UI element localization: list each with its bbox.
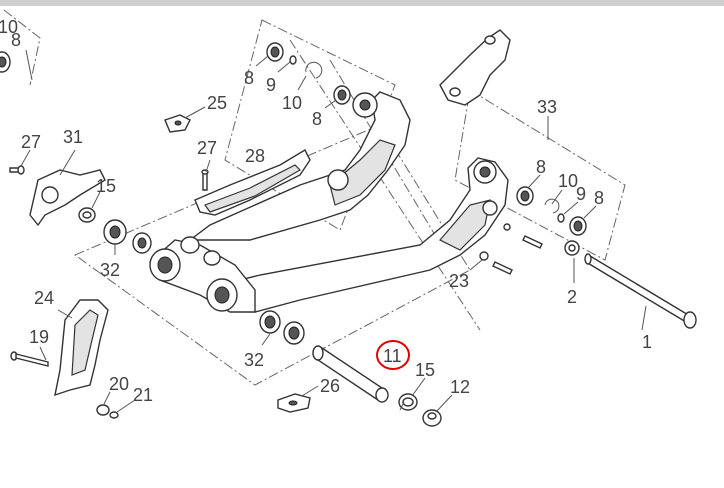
sleeve-11: [312, 345, 389, 403]
right-bearing-set: [516, 186, 587, 236]
callout-2: 2: [567, 287, 577, 307]
axle-assembly: [564, 240, 697, 329]
callout-27b: 27: [197, 138, 217, 158]
bearings-32-upper: [103, 219, 152, 254]
callout-8a: 8: [11, 30, 21, 50]
callout-9b: 9: [576, 184, 586, 204]
callout-1: 1: [642, 332, 652, 352]
callout-24: 24: [34, 288, 54, 308]
bolts-23: [479, 223, 543, 275]
part-26: [277, 393, 311, 413]
callout-8d: 8: [536, 157, 546, 177]
callout-19: 19: [29, 327, 49, 347]
cropped-part-top-left: [0, 51, 11, 73]
callout-28: 28: [245, 146, 265, 166]
callout-32b: 32: [244, 350, 264, 370]
callout-26: 26: [320, 376, 340, 396]
callout-15b: 15: [415, 360, 435, 380]
callout-25: 25: [207, 93, 227, 113]
callout-31: 31: [63, 127, 83, 147]
part-25-cap: [164, 114, 191, 133]
spacer-20-nut-21: [96, 404, 119, 419]
callout-20: 20: [109, 374, 129, 394]
swingarm-upper-arm: [187, 91, 411, 241]
callout-8c: 8: [312, 109, 322, 129]
chain-slider-24: [54, 299, 109, 397]
callout-10a: 10: [0, 17, 18, 37]
swingarm-lower-arm: [198, 157, 509, 313]
callout-12: 12: [450, 377, 470, 397]
bearings-32-lower: [259, 310, 305, 345]
callout-21: 21: [133, 385, 153, 405]
callout-9a: 9: [266, 75, 276, 95]
callout-23: 23: [449, 271, 469, 291]
pivot-housing: [149, 236, 256, 313]
callout-labels: 10 8 8 9 10 8 25 27 31 27 28 15 33 8 10 …: [0, 17, 652, 405]
callout-11: 11: [383, 346, 402, 366]
callout-10b: 10: [282, 93, 302, 113]
top-edge-bar: [0, 0, 724, 6]
callout-32a: 32: [100, 260, 120, 280]
bolt-19: [10, 351, 49, 367]
washer-15-left: [78, 207, 96, 223]
callout-8b: 8: [244, 68, 254, 88]
callout-10c: 10: [558, 171, 578, 191]
leader-lines: [20, 49, 647, 413]
caliper-bracket: [439, 29, 511, 106]
highlight-circle: [376, 340, 410, 370]
callout-8e: 8: [594, 188, 604, 208]
washer-15-lower: [398, 393, 418, 411]
chain-guide-28: [194, 149, 311, 216]
bolt-12: [422, 409, 442, 427]
callout-33: 33: [537, 97, 557, 117]
sensor-bracket-31: [29, 169, 106, 227]
callout-15a: 15: [96, 176, 116, 196]
upper-bearing-set: [266, 42, 351, 105]
callout-27a: 27: [21, 132, 41, 152]
